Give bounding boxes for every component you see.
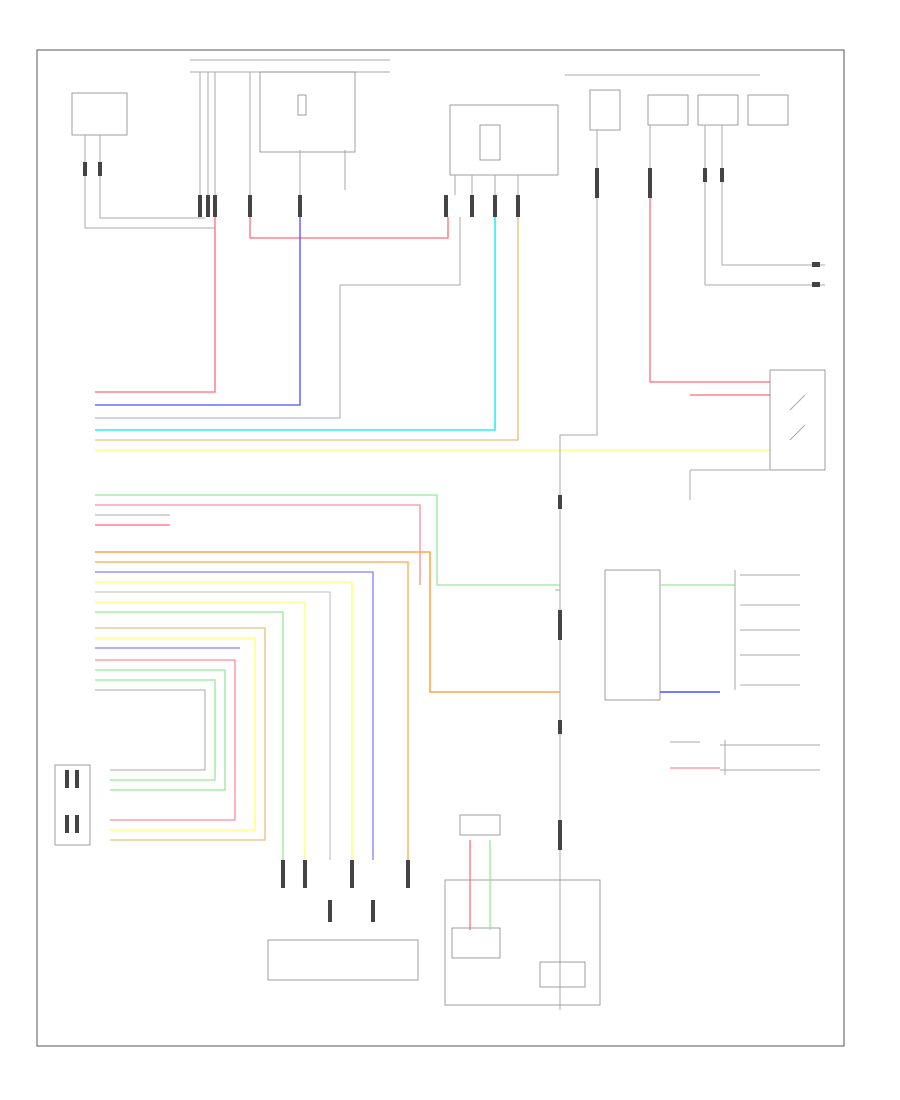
fuse-block-top-left: [71, 92, 215, 229]
cruise-switch: [670, 740, 820, 775]
wires-top: [95, 198, 770, 475]
combination-meter: [444, 814, 601, 1006]
relay-box-top: [190, 59, 390, 217]
module-top-center: [444, 104, 559, 217]
wires-middle: [95, 494, 560, 860]
sensor-left: [54, 764, 91, 846]
switch-box-right: [689, 369, 826, 500]
steering-switch-block: [604, 569, 800, 701]
modules-top-right: [565, 74, 825, 287]
throttle-body: [267, 860, 419, 981]
diagram-frame: [36, 49, 845, 1047]
center-vertical: [555, 475, 562, 1010]
